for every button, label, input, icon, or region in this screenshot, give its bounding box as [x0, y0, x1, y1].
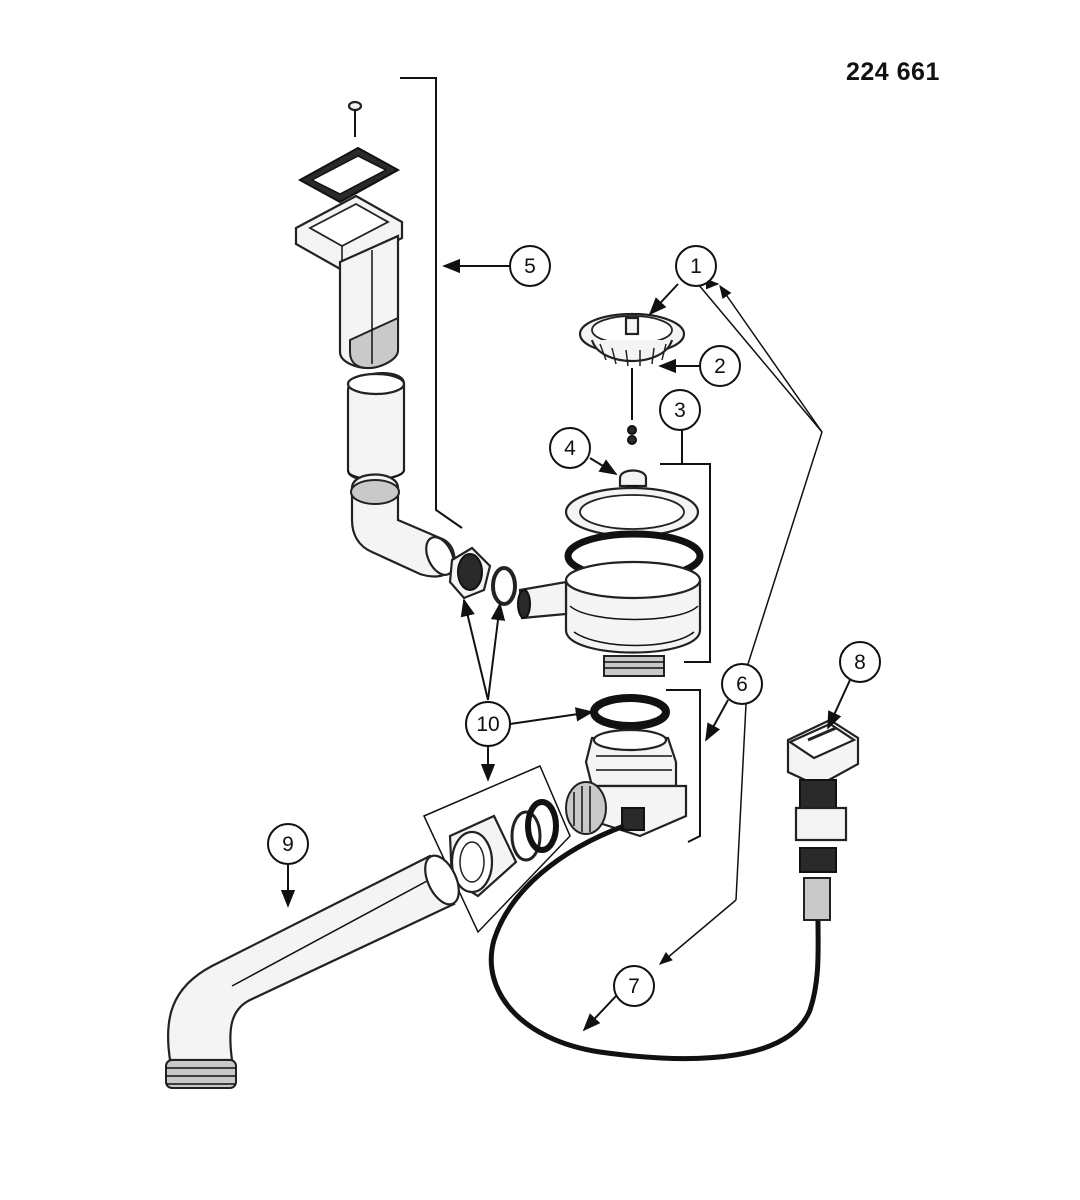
overflow-gasket [297, 146, 401, 204]
svg-text:1: 1 [690, 255, 702, 278]
overflow-connection-nut [448, 546, 492, 600]
callout-2: 2 [699, 345, 741, 387]
svg-text:4: 4 [564, 437, 576, 460]
overflow-assembly [294, 100, 456, 578]
svg-text:3: 3 [674, 399, 686, 422]
callout-8: 8 [839, 641, 881, 683]
trap-body [565, 728, 688, 838]
svg-text:8: 8 [854, 651, 866, 674]
svg-text:6: 6 [736, 673, 748, 696]
callout-9: 9 [267, 823, 309, 865]
callout-4: 4 [549, 427, 591, 469]
waste-body [517, 469, 704, 677]
connection-kit-frame [422, 765, 571, 934]
leader-lines [280, 278, 851, 1032]
callout-3: 3 [659, 389, 701, 431]
callout-10: 10 [465, 701, 511, 747]
overflow-pipe [346, 372, 406, 481]
trap-bracket [666, 689, 701, 843]
callout-1: 1 [675, 245, 717, 287]
overflow-riser [338, 234, 400, 370]
callout-7: 7 [613, 965, 655, 1007]
connection-kit-washers [510, 799, 559, 862]
svg-text:2: 2 [714, 355, 726, 378]
trap-seal-ring [590, 694, 670, 730]
callout-5: 5 [509, 245, 551, 287]
svg-text:10: 10 [476, 713, 499, 736]
overflow-bracket [400, 77, 463, 529]
overflow-connection-washer [491, 566, 517, 606]
overflow-screw [347, 100, 363, 137]
svg-text:5: 5 [524, 255, 536, 278]
connection-kit-nut [448, 814, 518, 898]
remote-knob [786, 718, 860, 932]
outlet-pipe [165, 854, 460, 1089]
svg-text:9: 9 [282, 833, 294, 856]
overflow-elbow [350, 473, 456, 578]
waste-bracket [660, 463, 711, 663]
bowden-cable [488, 823, 821, 1062]
part-number: 224 661 [846, 58, 940, 86]
strainer-basket [578, 312, 686, 445]
callout-6: 6 [721, 663, 763, 705]
svg-text:7: 7 [628, 975, 640, 998]
